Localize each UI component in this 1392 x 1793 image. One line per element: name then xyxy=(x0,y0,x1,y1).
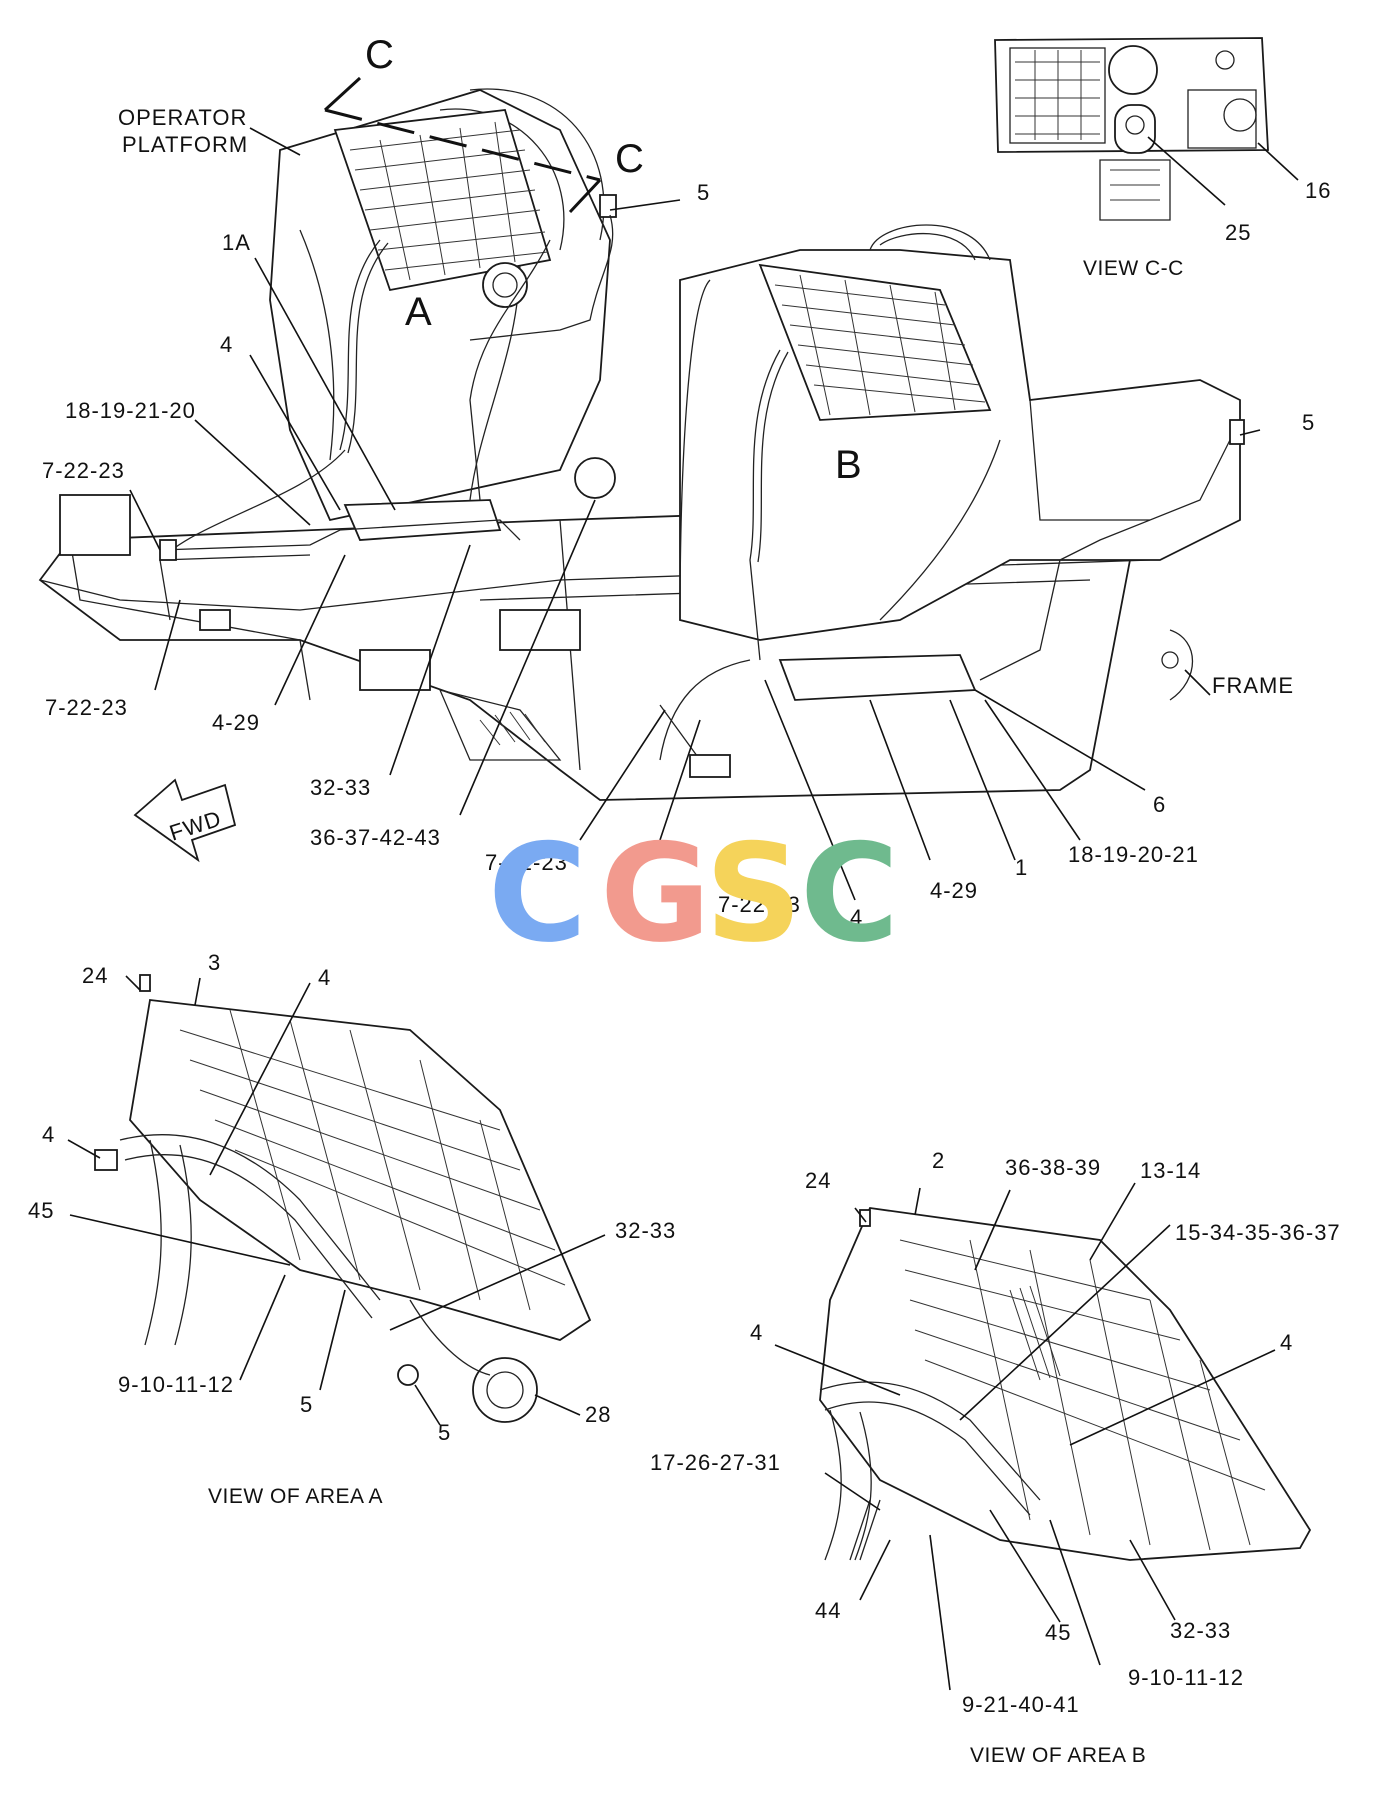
view-c-c: 16 25 VIEW C-C xyxy=(994,37,1331,280)
section-c-top-label: C xyxy=(365,33,395,77)
view-a-caption: VIEW OF AREA A xyxy=(208,1485,383,1508)
callout-7-22-23-c: 7-22-23 xyxy=(485,850,568,875)
view-a-callout-5-a: 5 xyxy=(300,1392,313,1417)
operator-platform-label-line2: PLATFORM xyxy=(122,132,248,157)
callout-36-37-42-43: 36-37-42-43 xyxy=(310,825,441,850)
frame-label: FRAME xyxy=(1212,673,1294,698)
callout-5-right: 5 xyxy=(1302,410,1315,435)
view-a-callout-24: 24 xyxy=(82,963,108,988)
view-b-callout-36-38-39: 36-38-39 xyxy=(1005,1155,1101,1180)
view-area-a: 24 3 4 4 45 32-33 9-10-11-12 5 5 28 VIEW… xyxy=(28,950,676,1508)
view-a-callout-3: 3 xyxy=(208,950,221,975)
section-c-markers xyxy=(323,76,602,214)
watermark-letter-c1: C xyxy=(488,815,587,972)
callout-32-33: 32-33 xyxy=(310,775,371,800)
view-a-callout-4-top: 4 xyxy=(318,965,331,990)
callout-18-19-21-20: 18-19-21-20 xyxy=(65,398,196,423)
callout-18-19-20-21: 18-19-20-21 xyxy=(1068,842,1199,867)
callout-1: 1 xyxy=(1015,855,1028,880)
callout-7-22-23-a: 7-22-23 xyxy=(42,458,125,483)
callout-4-29-right: 4-29 xyxy=(930,878,978,903)
forward-arrow: FWD xyxy=(133,778,237,863)
callout-4-29-left: 4-29 xyxy=(212,710,260,735)
view-b-callout-13-14: 13-14 xyxy=(1140,1158,1201,1183)
view-cc-caption: VIEW C-C xyxy=(1083,257,1184,280)
operator-platform-label-line1: OPERATOR xyxy=(118,105,247,130)
view-a-callout-45: 45 xyxy=(28,1198,54,1223)
view-b-callout-15-34-35-36-37: 15-34-35-36-37 xyxy=(1175,1220,1341,1245)
callout-5-top: 5 xyxy=(697,180,710,205)
view-cc-callout-16: 16 xyxy=(1305,178,1331,203)
callout-7-22-23-d: 7-22-23 xyxy=(718,892,801,917)
watermark-letter-c2: C xyxy=(800,815,899,972)
view-b-callout-45: 45 xyxy=(1045,1620,1071,1645)
area-b-label: B xyxy=(835,443,863,487)
section-c-right-label: C xyxy=(615,137,645,181)
view-b-callout-4-right: 4 xyxy=(1280,1330,1293,1355)
view-b-callout-9-10-11-12: 9-10-11-12 xyxy=(1128,1665,1244,1690)
view-a-callout-32-33: 32-33 xyxy=(615,1218,676,1243)
view-a-callout-5-b: 5 xyxy=(438,1420,451,1445)
callout-1a: 1A xyxy=(222,230,251,255)
view-b-caption: VIEW OF AREA B xyxy=(970,1744,1146,1767)
view-b-callout-32-33: 32-33 xyxy=(1170,1618,1231,1643)
callout-4-center: 4 xyxy=(850,905,863,930)
view-a-callout-9-10-11-12: 9-10-11-12 xyxy=(118,1372,234,1397)
view-b-callout-4-left: 4 xyxy=(750,1320,763,1345)
view-b-callout-9-21-40-41: 9-21-40-41 xyxy=(962,1692,1080,1717)
view-a-callout-28: 28 xyxy=(585,1402,611,1427)
callout-6: 6 xyxy=(1153,792,1166,817)
view-b-callout-44: 44 xyxy=(815,1598,841,1623)
view-b-callout-17-26-27-31: 17-26-27-31 xyxy=(650,1450,781,1475)
view-b-callout-2: 2 xyxy=(932,1148,945,1173)
main-assembly-view xyxy=(38,88,1245,801)
watermark-letter-s: S xyxy=(705,815,802,972)
main-leader-lines xyxy=(129,127,1261,901)
view-a-callout-4-left: 4 xyxy=(42,1122,55,1147)
area-a-label: A xyxy=(405,290,433,334)
view-area-b: 24 2 36-38-39 13-14 15-34-35-36-37 4 4 1… xyxy=(650,1148,1341,1767)
callout-7-22-23-b: 7-22-23 xyxy=(45,695,128,720)
callout-4-left: 4 xyxy=(220,332,233,357)
view-cc-callout-25: 25 xyxy=(1225,220,1251,245)
watermark-letter-g: G xyxy=(600,815,711,972)
view-b-callout-24: 24 xyxy=(805,1168,831,1193)
main-labels: C C OPERATOR PLATFORM A B FRAME 5 1A 4 1… xyxy=(42,33,1315,930)
cgsc-watermark: C G S C xyxy=(488,815,899,972)
